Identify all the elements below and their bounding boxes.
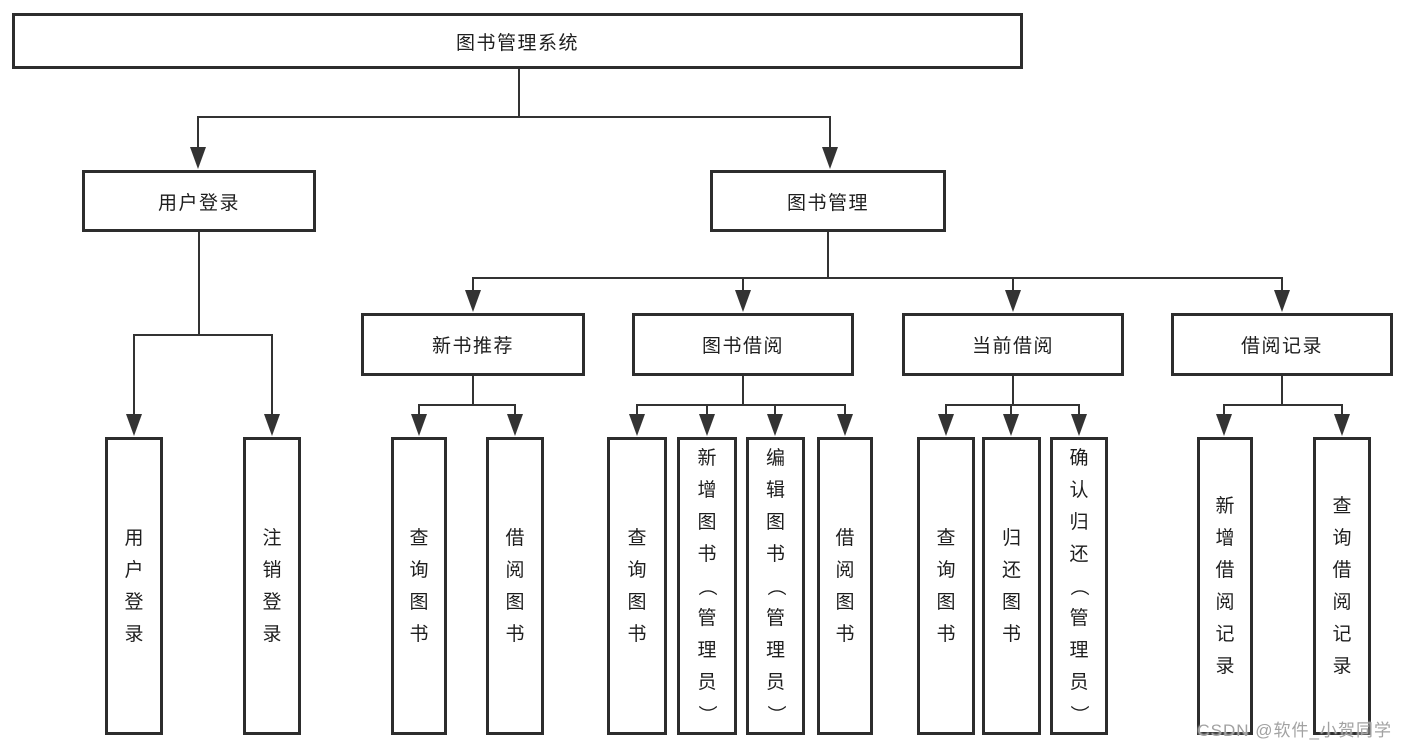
- node-label: 新增图书（管理员）: [696, 447, 718, 724]
- node-book-borrowing: 图书借阅: [632, 313, 854, 376]
- node-label: 图书管理: [786, 192, 869, 214]
- node-user-login: 用户登录: [82, 170, 316, 232]
- node-query-books-3: 查询图书: [917, 437, 975, 735]
- node-query-books-1: 查询图书: [391, 437, 447, 735]
- node-library-management-system: 图书管理系统: [12, 13, 1023, 69]
- node-label: 借阅记录: [1240, 336, 1323, 357]
- node-label: 图书借阅: [701, 336, 784, 357]
- node-query-borrow-record: 查询借阅记录: [1313, 437, 1371, 735]
- csdn-watermark: CSDN @软件_小贺同学: [1197, 721, 1392, 740]
- node-current-borrowing: 当前借阅: [902, 313, 1124, 376]
- node-label: 当前借阅: [971, 336, 1054, 357]
- node-borrowing-records: 借阅记录: [1171, 313, 1393, 376]
- node-label: 图书管理系统: [455, 32, 579, 54]
- node-book-management: 图书管理: [710, 170, 946, 232]
- node-label: 新增借阅记录: [1215, 495, 1235, 677]
- node-query-books-2: 查询图书: [607, 437, 667, 735]
- node-borrow-books-1: 借阅图书: [486, 437, 544, 735]
- node-edit-books-admin: 编辑图书（管理员）: [746, 437, 805, 735]
- node-user-login-leaf: 用户登录: [105, 437, 163, 735]
- node-new-book-recommendation: 新书推荐: [361, 313, 585, 376]
- node-label: 注销登录: [262, 527, 282, 645]
- node-borrow-books-2: 借阅图书: [817, 437, 873, 735]
- node-logout: 注销登录: [243, 437, 301, 735]
- node-return-books: 归还图书: [982, 437, 1041, 735]
- node-label: 借阅图书: [835, 527, 855, 645]
- node-label: 编辑图书（管理员）: [764, 447, 786, 724]
- node-label: 新书推荐: [431, 336, 514, 357]
- node-confirm-return-admin: 确认归还（管理员）: [1050, 437, 1108, 735]
- node-label: 查询图书: [409, 527, 429, 645]
- node-add-books-admin: 新增图书（管理员）: [677, 437, 737, 735]
- node-label: 归还图书: [1001, 527, 1021, 645]
- node-label: 确认归还（管理员）: [1068, 447, 1090, 724]
- node-label: 借阅图书: [505, 527, 525, 645]
- node-label: 用户登录: [124, 527, 144, 645]
- node-label: 查询借阅记录: [1332, 495, 1352, 677]
- node-add-borrow-record: 新增借阅记录: [1197, 437, 1253, 735]
- node-label: 查询图书: [627, 527, 647, 645]
- node-label: 查询图书: [936, 527, 956, 645]
- node-label: 用户登录: [157, 192, 240, 214]
